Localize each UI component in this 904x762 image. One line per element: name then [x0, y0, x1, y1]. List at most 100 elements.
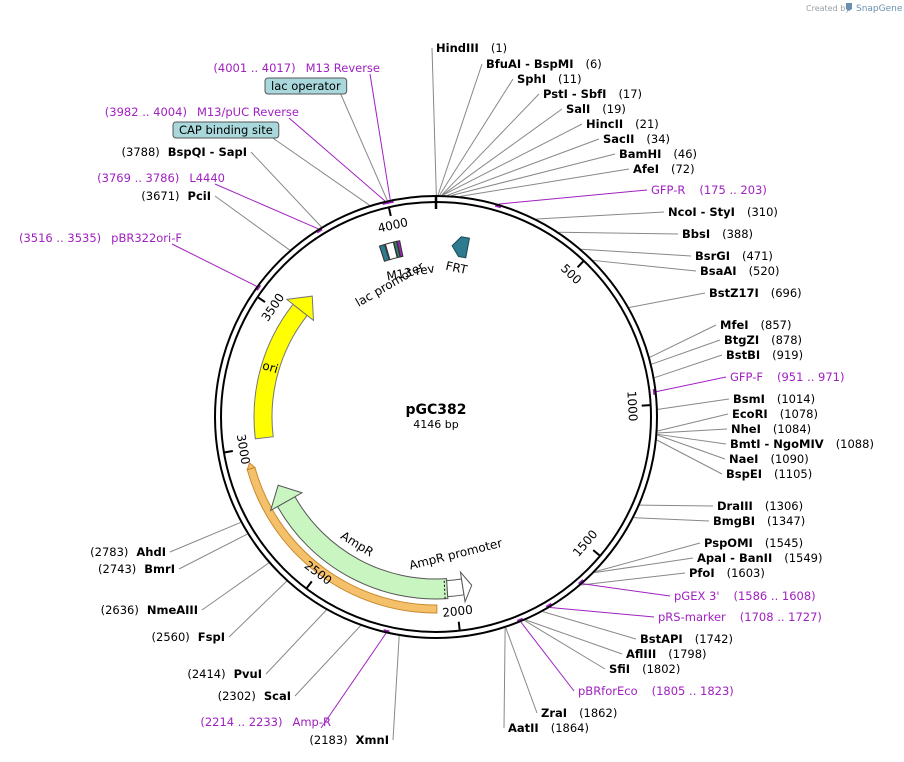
- leader-line: [340, 93, 388, 201]
- tick-label: 3000: [234, 433, 253, 465]
- primer-label: GFP-R: [651, 183, 685, 197]
- enzyme-site-position: (696): [771, 286, 802, 300]
- tick-label: 2000: [442, 603, 474, 620]
- primer-leader-line: [288, 117, 386, 202]
- primer-range: (175 .. 203): [699, 183, 767, 197]
- primer-label: pBR322ori-F: [111, 231, 182, 245]
- ori-label: ori: [261, 358, 280, 376]
- primer-leader-line: [369, 73, 391, 200]
- enzyme-site-label: BtgZI: [724, 333, 759, 347]
- tick-mark: [387, 207, 392, 217]
- enzyme-site-position: (34): [646, 132, 670, 146]
- enzyme-site-label: DraIII: [717, 499, 753, 513]
- enzyme-site-label: SfiI: [609, 662, 630, 676]
- leader-line: [654, 354, 723, 379]
- site-labels: HindIII(1)BfuAI - BspMI(6)SphI(11)PstI -…: [19, 41, 874, 747]
- enzyme-site-position: (72): [671, 162, 695, 176]
- enzyme-site-position: (1864): [551, 721, 589, 735]
- enzyme-site-position: (1): [491, 41, 507, 55]
- leader-line: [178, 533, 248, 570]
- enzyme-site-position: (21): [635, 117, 659, 131]
- enzyme-site-label: ScaI: [264, 689, 291, 703]
- primer-label: pRS-marker: [658, 610, 726, 624]
- leader-line: [559, 231, 679, 235]
- snapgene-logo-icon: [846, 3, 852, 11]
- tick-mark: [576, 260, 585, 269]
- enzyme-site-position: (1347): [767, 514, 805, 528]
- primer-range: (3516 .. 3535): [19, 231, 101, 245]
- enzyme-site-label: BmrI: [144, 562, 175, 576]
- primer-binding-mark: [494, 203, 502, 209]
- primer-leader-line: [549, 606, 655, 618]
- enzyme-site-label: SphI: [517, 72, 546, 86]
- enzyme-site-label: PvuI: [234, 667, 262, 681]
- enzyme-site-label: PciI: [188, 189, 211, 203]
- enzyme-site-label: BmgBI: [713, 514, 755, 528]
- enzyme-site-label: PstI - SbfI: [543, 87, 606, 101]
- leader-line: [201, 562, 270, 611]
- tick-mark: [457, 621, 461, 631]
- leader-line: [581, 572, 686, 586]
- enzyme-site-label: BamHI: [619, 147, 661, 161]
- label-leader-lines: [169, 47, 730, 741]
- enzyme-site-position: (1014): [777, 392, 815, 406]
- enzyme-site-position: (520): [749, 264, 780, 278]
- tick-label: 1500: [570, 527, 600, 559]
- enzyme-site-position: (2183): [309, 733, 347, 747]
- leader-line: [441, 93, 540, 196]
- plasmid-length: 4146 bp: [413, 418, 458, 431]
- enzyme-site-label: NmeAIII: [147, 603, 198, 617]
- leader-line: [460, 168, 630, 197]
- enzyme-site-position: (1084): [773, 422, 811, 436]
- tick-label: 1000: [624, 390, 640, 421]
- primer-range: (3769 .. 3786): [97, 171, 179, 185]
- primer-label: L4440: [189, 171, 225, 185]
- primer-label: GFP-F: [730, 370, 763, 384]
- leader-line: [651, 339, 721, 365]
- enzyme-site-label: BspEI: [726, 467, 762, 481]
- enzyme-site-label: XmnI: [356, 733, 389, 747]
- leader-line: [294, 625, 361, 697]
- primer-label: M13/pUC Reverse: [197, 105, 299, 119]
- enzyme-site-label: ZraI: [541, 706, 567, 720]
- tick-mark: [223, 450, 233, 454]
- credit-brand: SnapGene: [856, 4, 903, 14]
- enzyme-site-position: (310): [747, 205, 778, 219]
- leader-line: [525, 619, 623, 655]
- enzyme-site-label: AflIII: [626, 647, 656, 661]
- enzyme-site-label: NheI: [731, 422, 761, 436]
- primer-binding-mark: [255, 284, 262, 291]
- enzyme-site-position: (1798): [668, 647, 706, 661]
- feature-box-label: lac operator: [271, 79, 341, 93]
- leader-line: [628, 292, 706, 308]
- tick-label: 4000: [376, 215, 409, 235]
- leader-line: [657, 413, 729, 432]
- frt-label: FRT: [444, 259, 469, 277]
- leader-line: [657, 433, 727, 445]
- enzyme-site-position: (919): [772, 348, 803, 362]
- tick-mark: [305, 580, 313, 590]
- primer-leader-line: [498, 189, 648, 205]
- leader-line: [657, 398, 730, 410]
- primer-range: (1586 .. 1608): [734, 589, 816, 603]
- leader-line: [439, 78, 514, 196]
- enzyme-site-position: (1549): [784, 551, 822, 565]
- enzyme-site-label: BstZ17I: [709, 286, 759, 300]
- primer-binding-mark: [545, 602, 553, 609]
- enzyme-site-position: (1306): [765, 499, 803, 513]
- primer-binding-mark: [387, 199, 394, 204]
- enzyme-site-label: HincII: [586, 117, 623, 131]
- enzyme-site-position: (1088): [836, 437, 874, 451]
- tick-mark: [592, 549, 601, 557]
- enzyme-site-position: (878): [771, 333, 802, 347]
- enzyme-site-label: ApaI - BanII: [697, 551, 772, 565]
- leader-line: [657, 434, 726, 460]
- enzyme-site-label: FspI: [198, 630, 225, 644]
- enzyme-site-label: MfeI: [720, 318, 749, 332]
- enzyme-site-position: (2783): [90, 545, 128, 559]
- leader-line: [639, 504, 714, 507]
- leader-line: [581, 248, 692, 257]
- enzyme-site-label: NaeI: [729, 452, 758, 466]
- enzyme-site-label: BfuAI - BspMI: [486, 57, 573, 71]
- enzyme-site-label: EcoRI: [732, 407, 768, 421]
